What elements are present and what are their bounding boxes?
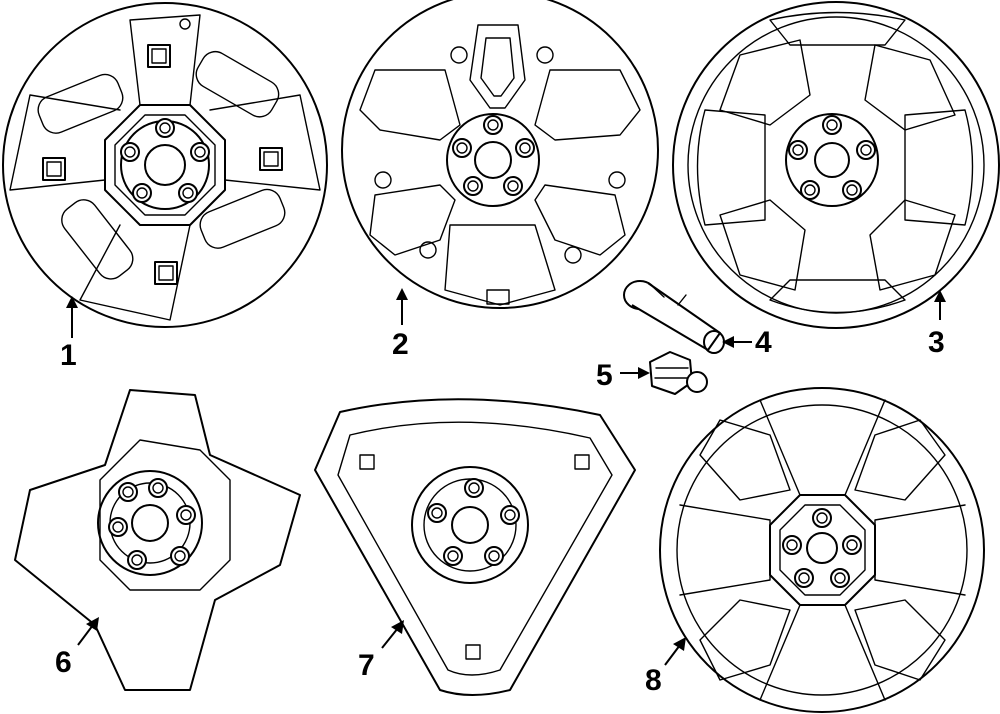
part-5-lug-nut[interactable] — [649, 351, 708, 395]
callout-6-label: 6 — [55, 646, 72, 679]
callout-2: 2 — [392, 288, 409, 361]
callout-5-label: 5 — [596, 359, 613, 392]
callout-8-label: 8 — [645, 664, 662, 697]
callout-4-label: 4 — [755, 326, 772, 359]
callout-6: 6 — [55, 617, 99, 679]
callout-3-label: 3 — [928, 326, 945, 359]
part-3-wheel-cover[interactable] — [672, 1, 1000, 329]
callout-4: 4 — [722, 326, 772, 359]
part-2-wheel-cover[interactable] — [341, 0, 659, 309]
part-6-hub-cap[interactable] — [14, 389, 301, 691]
callout-8: 8 — [645, 637, 686, 697]
callout-1-label: 1 — [60, 339, 77, 372]
part-7-center-cap[interactable] — [314, 398, 636, 696]
callout-1: 1 — [60, 296, 78, 372]
callout-3: 3 — [928, 290, 946, 359]
part-1-wheel-cover[interactable] — [2, 2, 328, 328]
part-8-wheel-cover[interactable] — [659, 387, 985, 713]
callout-7: 7 — [358, 620, 404, 682]
part-4-valve-stem[interactable] — [623, 280, 725, 354]
callout-2-label: 2 — [392, 328, 409, 361]
callout-5: 5 — [596, 359, 650, 392]
callout-7-label: 7 — [358, 649, 375, 682]
